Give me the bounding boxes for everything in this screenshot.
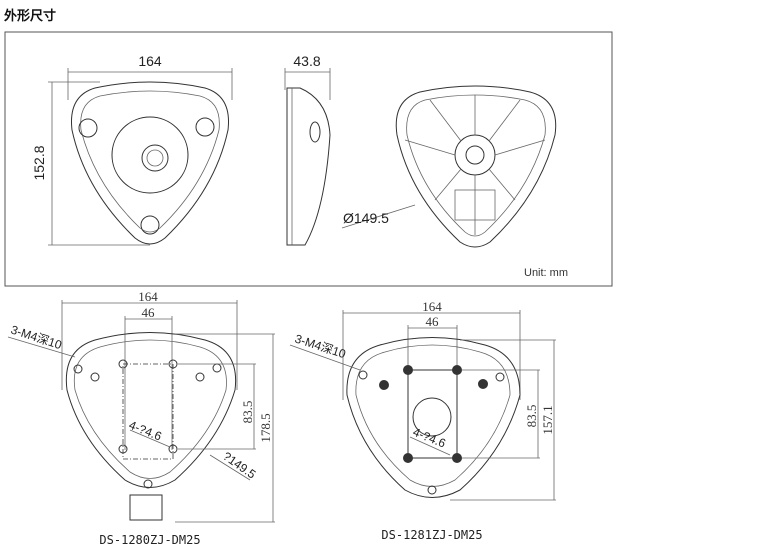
height-dimension: 152.8 [31,145,47,180]
camera-front-view: 164 152.8 [31,53,233,246]
hole-label: 4-?4.6 [127,418,164,444]
bracket-1280-drawing: 164 46 3-M4深10 83.5 178.5 4-?4.6 ?149.5 … [7,289,275,547]
vertical-spacing-dimension: 83.5 [240,401,255,424]
top-panel-frame [4,31,613,287]
unit-label: Unit: mm [524,267,568,279]
camera-rear-view: Ø149.5 [341,85,557,248]
camera-side-view: 43.8 [284,53,331,246]
model-label: DS-1281ZJ-DM25 [381,528,482,542]
depth-dimension: 43.8 [293,53,320,69]
model-label: DS-1280ZJ-DM25 [99,533,200,547]
section-title: 外形尺寸 [4,9,57,24]
height-dimension: 178.5 [258,413,273,442]
hole-spacing-dimension: 46 [426,314,440,329]
bracket-1281-drawing: 164 46 3-M4深10 83.5 157.1 4-?4.6 DS-1281… [289,299,556,542]
diameter-dimension: Ø149.5 [343,210,389,226]
width-dimension: 164 [138,53,162,69]
width-dimension: 164 [138,289,158,304]
screw-label: 3-M4深10 [293,332,348,362]
hole-spacing-dimension: 46 [142,305,156,320]
screw-label: 3-M4深10 [9,323,64,353]
width-dimension: 164 [422,299,442,314]
hole-label: 4-?4.6 [411,425,448,451]
height-dimension: 157.1 [540,405,555,434]
vertical-spacing-dimension: 83.5 [524,405,539,428]
